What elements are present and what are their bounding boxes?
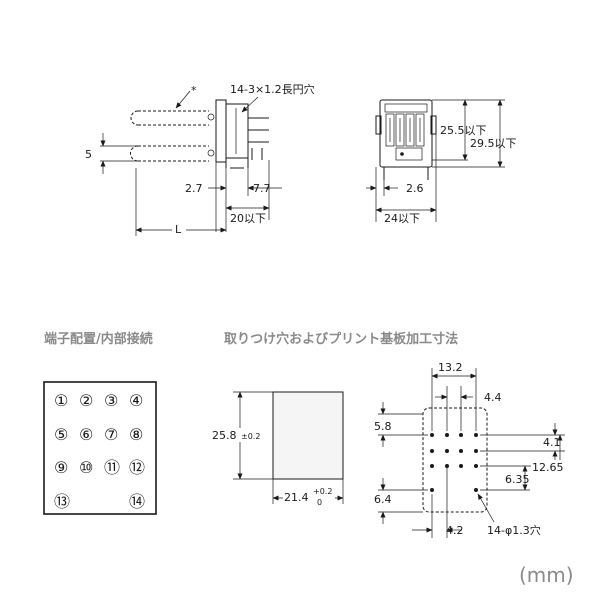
dim-12-65: 12.65 <box>532 461 564 474</box>
terminal-4: ④ <box>129 391 143 410</box>
terminal-arrangement-header: 端子配置/内部接続 <box>44 331 153 347</box>
cutout-width-tol-upper: +0.2 <box>313 487 332 496</box>
side-terminals <box>248 117 269 160</box>
terminal-12: ⑫ <box>129 458 145 477</box>
front-terminal-legs <box>383 167 429 180</box>
terminal-7: ⑦ <box>104 425 118 444</box>
upper-dashed-pin <box>130 110 209 126</box>
front-right-tab <box>430 115 437 135</box>
pcb-hole-spec: 14-φ1.3穴 <box>487 523 541 537</box>
dim-6-35: 6.35 <box>505 473 530 486</box>
terminal-2: ② <box>79 391 93 410</box>
cutout-rect <box>272 391 344 480</box>
dim-24-max: 24以下 <box>384 212 420 225</box>
side-flange <box>215 99 227 163</box>
cutout-width-tol-lower: 0 <box>317 498 322 507</box>
lower-dashed-pin <box>130 145 209 162</box>
terminal-6: ⑥ <box>79 425 93 444</box>
front-left-tab <box>375 115 382 135</box>
terminal-3: ③ <box>104 391 118 410</box>
dim-2-6: 2.6 <box>406 182 424 195</box>
dim-4-2: 4.2 <box>446 524 464 537</box>
terminal-9: ⑨ <box>54 458 68 477</box>
dim-25-5-max: 25.5以下 <box>440 124 487 137</box>
terminal-8: ⑧ <box>129 425 143 444</box>
dim-5-8: 5.8 <box>374 420 392 433</box>
pcb-outline <box>422 407 488 513</box>
terminal-1: ① <box>54 391 68 410</box>
front-view: 25.5以下 29.5以下 2.6 24以下 <box>366 99 517 225</box>
front-coil-block <box>395 147 423 161</box>
upper-pin-hole <box>207 113 215 121</box>
pcb-layout: 13.2 4.4 5.8 6.4 4.1 12.65 6.35 4.2 <box>374 361 577 538</box>
dim-7-7: 7.7 <box>253 182 271 195</box>
front-top-strip <box>384 103 428 113</box>
terminal-10: ⑩ <box>79 458 93 477</box>
terminal-arrangement: ① ② ③ ④ ⑤ ⑥ ⑦ ⑧ ⑨ ⑩ ⑪ ⑫ ⑬ ⑭ <box>43 381 157 515</box>
dim-13-2: 13.2 <box>438 361 463 374</box>
cutout-height-tol: ±0.2 <box>241 432 260 441</box>
terminal-11: ⑪ <box>104 458 120 477</box>
front-contacts <box>385 113 425 147</box>
side-hole-spec: 14-3×1.2長円穴 <box>230 82 315 96</box>
pcb-holes <box>430 433 478 492</box>
dim-6-4: 6.4 <box>374 493 392 506</box>
terminal-5: ⑤ <box>54 425 68 444</box>
terminal-13: ⑬ <box>54 492 70 511</box>
mounting-holes-header: 取りつけ穴およびプリント基板加工寸法 <box>224 331 458 347</box>
cutout-height-value: 25.8 <box>212 429 237 442</box>
dim-20-max: 20以下 <box>230 212 266 225</box>
unit-label: (mm) <box>519 563 574 587</box>
cutout-width-value: 21.4 <box>284 491 309 504</box>
dim-pitch-5: 5 <box>85 148 92 161</box>
side-latch <box>225 158 249 169</box>
lower-pin-hole <box>207 149 215 157</box>
terminal-14: ⑭ <box>129 492 145 511</box>
dim-L: L <box>175 223 182 236</box>
dim-2-7: 2.7 <box>185 182 203 195</box>
dim-29-5-max: 29.5以下 <box>470 137 517 150</box>
dim-4-1: 4.1 <box>543 436 561 449</box>
terminal-box <box>43 381 157 515</box>
asterisk-label: * <box>191 84 197 97</box>
dim-4-4: 4.4 <box>484 391 502 404</box>
panel-cutout: 25.8 ±0.2 21.4 +0.2 0 <box>212 391 344 509</box>
side-view: * 14-3×1.2長円穴 5 2.7 7.7 20以下 L <box>85 82 315 236</box>
side-body <box>225 103 249 159</box>
